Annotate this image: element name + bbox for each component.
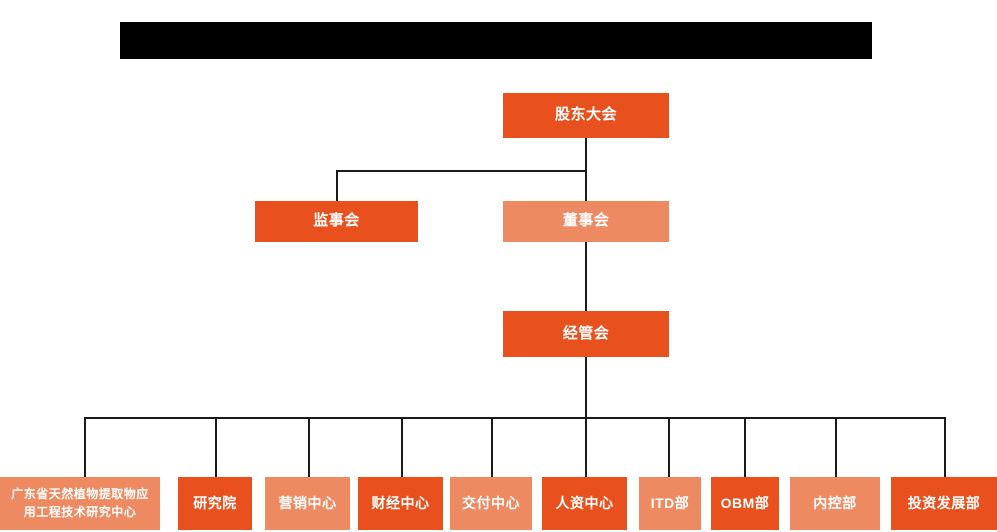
node-shareholders-meeting[interactable]: 股东大会 — [503, 93, 669, 138]
node-board-of-directors[interactable]: 董事会 — [503, 201, 669, 242]
connector-department-bus — [84, 417, 945, 419]
node-research-center[interactable]: 广东省天然植物提取物应 用工程技术研究中心 — [0, 477, 160, 530]
connector-drop-hr-center — [585, 417, 587, 477]
node-research-center-text: 广东省天然植物提取物应 用工程技术研究中心 — [11, 486, 149, 521]
node-finance-center[interactable]: 财经中心 — [358, 477, 443, 530]
node-marketing-center[interactable]: 营销中心 — [265, 477, 350, 530]
node-management-committee[interactable]: 经管会 — [503, 311, 669, 357]
node-research-institute[interactable]: 研究院 — [178, 477, 252, 530]
node-delivery-center[interactable]: 交付中心 — [450, 477, 532, 530]
node-investment-development-dept[interactable]: 投资发展部 — [891, 477, 997, 530]
connector-drop-internal-control — [835, 417, 837, 477]
connector-shareholders-branch — [336, 170, 587, 172]
connector-drop-delivery-center — [491, 417, 493, 477]
connector-drop-marketing-center — [308, 417, 310, 477]
connector-drop-obm-dept — [744, 417, 746, 477]
node-obm-dept[interactable]: OBM部 — [711, 477, 779, 530]
connector-directors-drop — [585, 170, 587, 201]
node-board-of-supervisors[interactable]: 监事会 — [255, 201, 418, 242]
node-itd-dept[interactable]: ITD部 — [639, 477, 701, 530]
connector-supervisors-drop — [336, 170, 338, 201]
connector-drop-research-center — [84, 417, 86, 477]
connector-drop-finance-center — [401, 417, 403, 477]
connector-shareholders-stem — [585, 138, 587, 171]
connector-directors-to-management — [585, 242, 587, 311]
redacted-title-bar — [120, 22, 872, 59]
connector-management-stem — [585, 357, 587, 418]
connector-drop-itd-dept — [668, 417, 670, 477]
node-research-center-line1: 广东省天然植物提取物应 — [11, 487, 149, 502]
connector-drop-research-institute — [215, 417, 217, 477]
node-hr-center[interactable]: 人资中心 — [542, 477, 627, 530]
connector-drop-investment-development — [944, 417, 946, 477]
node-research-center-line2: 用工程技术研究中心 — [23, 504, 137, 519]
node-internal-control-dept[interactable]: 内控部 — [790, 477, 880, 530]
